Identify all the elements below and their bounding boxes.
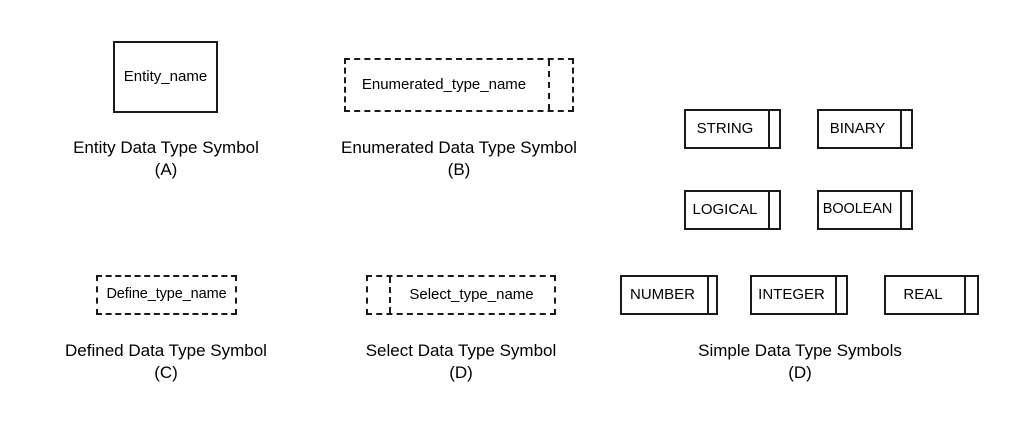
select-compartment-divider <box>389 277 391 313</box>
select-caption-text: Select Data Type Symbol <box>365 341 557 360</box>
enumerated-type-name-label: Enumerated_type_name <box>361 75 527 93</box>
boolean-compartment-divider <box>900 192 902 228</box>
simple-type-symbol-binary: BINARY <box>817 109 913 149</box>
string-compartment-divider <box>768 111 770 147</box>
select-type-name-label: Select_type_name <box>409 285 534 303</box>
enumerated-data-type-symbol-box: Enumerated_type_name <box>344 58 574 112</box>
logical-label: LOGICAL <box>692 200 758 218</box>
define-type-name-label: Define_type_name <box>106 286 227 303</box>
entity-caption-tag: (A) <box>154 160 178 179</box>
binary-label: BINARY <box>829 119 886 137</box>
number-label: NUMBER <box>629 285 695 303</box>
number-compartment-divider <box>707 277 709 313</box>
select-caption-tag: (D) <box>449 363 473 382</box>
simple-type-symbol-real: REAL <box>884 275 979 315</box>
simple-type-symbol-string: STRING <box>684 109 781 149</box>
real-label: REAL <box>903 285 943 303</box>
defined-caption-tag: (C) <box>154 363 178 382</box>
enumerated-caption-tag: (B) <box>447 160 471 179</box>
enumerated-caption-text: Enumerated Data Type Symbol <box>341 138 577 157</box>
simple-data-type-symbols-caption: Simple Data Type Symbols (D) <box>650 340 950 384</box>
defined-data-type-symbol-caption: Defined Data Type Symbol (C) <box>16 340 316 384</box>
simple-types-caption-tag: (D) <box>788 363 812 382</box>
real-compartment-divider <box>964 277 966 313</box>
string-label: STRING <box>696 119 754 137</box>
entity-caption-text: Entity Data Type Symbol <box>73 138 259 157</box>
binary-compartment-divider <box>900 111 902 147</box>
simple-type-symbol-integer: INTEGER <box>750 275 848 315</box>
integer-label: INTEGER <box>758 285 825 303</box>
simple-type-symbol-boolean: BOOLEAN <box>817 190 913 230</box>
defined-data-type-symbol-box: Define_type_name <box>96 275 237 315</box>
enumerated-compartment-divider <box>548 60 550 110</box>
integer-compartment-divider <box>835 277 837 313</box>
entity-type-name-label: Entity_name <box>123 67 208 85</box>
logical-compartment-divider <box>768 192 770 228</box>
select-data-type-symbol-box: Select_type_name <box>366 275 556 315</box>
boolean-label: BOOLEAN <box>822 201 893 218</box>
defined-caption-text: Defined Data Type Symbol <box>65 341 267 360</box>
simple-types-caption-text: Simple Data Type Symbols <box>698 341 902 360</box>
select-data-type-symbol-caption: Select Data Type Symbol (D) <box>311 340 611 384</box>
entity-data-type-symbol-caption: Entity Data Type Symbol (A) <box>16 137 316 181</box>
entity-data-type-symbol-box: Entity_name <box>113 41 218 113</box>
enumerated-data-type-symbol-caption: Enumerated Data Type Symbol (B) <box>309 137 609 181</box>
simple-type-symbol-number: NUMBER <box>620 275 718 315</box>
simple-type-symbol-logical: LOGICAL <box>684 190 781 230</box>
